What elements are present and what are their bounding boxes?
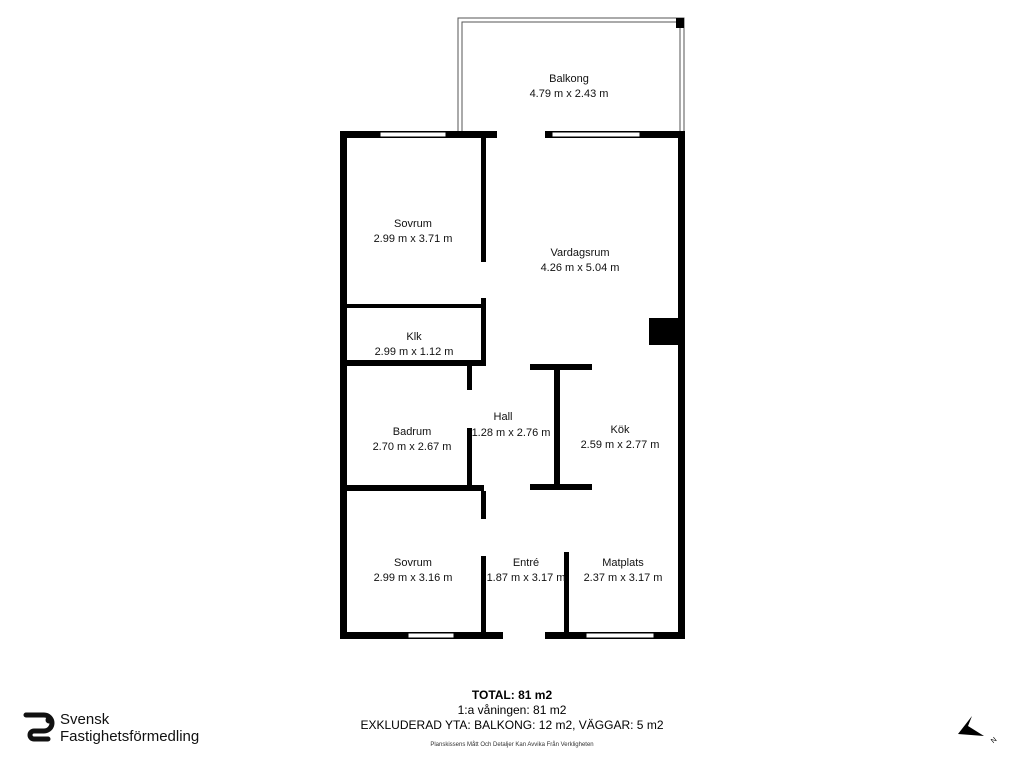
floor-area: 1:a våningen: 81 m2 — [457, 703, 567, 717]
excluded-area: EXKLUDERAD YTA: BALKONG: 12 m2, VÄGGAR: … — [360, 718, 664, 732]
room-label-sovrum-1: Sovrum 2.99 m x 3.71 m — [374, 218, 453, 245]
brand-line-1: Svensk — [60, 711, 110, 728]
north-arrow-icon: N — [958, 716, 998, 745]
svg-text:4.79 m x 2.43 m: 4.79 m x 2.43 m — [530, 88, 609, 100]
room-label-kok: Kök 2.59 m x 2.77 m — [581, 424, 660, 451]
svg-text:Vardagsrum: Vardagsrum — [550, 247, 609, 259]
svg-text:1.87 m x 3.17 m: 1.87 m x 3.17 m — [487, 572, 566, 584]
svg-text:Sovrum: Sovrum — [394, 557, 432, 569]
room-label-badrum: Badrum 2.70 m x 2.67 m — [373, 426, 452, 453]
room-label-matplats: Matplats 2.37 m x 3.17 m — [584, 557, 663, 584]
room-label-entre: Entré 1.87 m x 3.17 m — [487, 557, 566, 584]
room-label-hall: Hall 1.28 m x 2.76 m — [472, 411, 551, 439]
svg-text:Matplats: Matplats — [602, 557, 644, 569]
brand-line-2: Fastighetsförmedling — [60, 728, 200, 745]
svg-text:Hall: Hall — [494, 411, 513, 423]
svg-text:2.99 m x 3.71 m: 2.99 m x 3.71 m — [374, 233, 453, 245]
svg-text:4.26 m x 5.04 m: 4.26 m x 5.04 m — [541, 262, 620, 274]
svg-text:2.37 m x 3.17 m: 2.37 m x 3.17 m — [584, 572, 663, 584]
room-label-sovrum-2: Sovrum 2.99 m x 3.16 m — [374, 557, 453, 584]
svg-text:2.70 m x 2.67 m: 2.70 m x 2.67 m — [373, 441, 452, 453]
compass-label: N — [990, 736, 998, 745]
disclaimer: Planskissens Mått Och Detaljer Kan Avvik… — [430, 742, 594, 748]
svg-text:Entré: Entré — [513, 557, 539, 569]
windows — [379, 131, 655, 639]
svg-text:Klk: Klk — [406, 331, 422, 343]
area-summary: TOTAL: 81 m2 1:a våningen: 81 m2 EXKLUDE… — [300, 688, 724, 733]
svg-text:1.28 m x 2.76 m: 1.28 m x 2.76 m — [472, 427, 551, 439]
svg-text:2.59 m x 2.77 m: 2.59 m x 2.77 m — [581, 439, 660, 451]
room-label-klk: Klk 2.99 m x 1.12 m — [375, 331, 454, 358]
svg-text:Kök: Kök — [611, 424, 630, 436]
floor-plan: Balkong 4.79 m x 2.43 m Sovrum 2.99 m x … — [340, 17, 685, 640]
svg-text:Balkong: Balkong — [549, 73, 589, 85]
room-label-balkong: Balkong 4.79 m x 2.43 m — [530, 73, 609, 100]
interior-walls — [347, 138, 678, 632]
svg-text:2.99 m x 1.12 m: 2.99 m x 1.12 m — [375, 346, 454, 358]
brand-mark-icon — [23, 712, 55, 742]
balcony-post — [676, 18, 684, 28]
svg-text:2.99 m x 3.16 m: 2.99 m x 3.16 m — [374, 572, 453, 584]
brand-logo: Svensk Fastighetsförmedling — [22, 708, 199, 748]
openings — [497, 130, 545, 640]
total-area: TOTAL: 81 m2 — [471, 688, 553, 702]
svg-text:Badrum: Badrum — [393, 426, 432, 438]
room-label-vardagsrum: Vardagsrum 4.26 m x 5.04 m — [541, 247, 620, 274]
brand-wordmark: Svensk Fastighetsförmedling — [60, 711, 199, 745]
svg-text:Sovrum: Sovrum — [394, 218, 432, 230]
